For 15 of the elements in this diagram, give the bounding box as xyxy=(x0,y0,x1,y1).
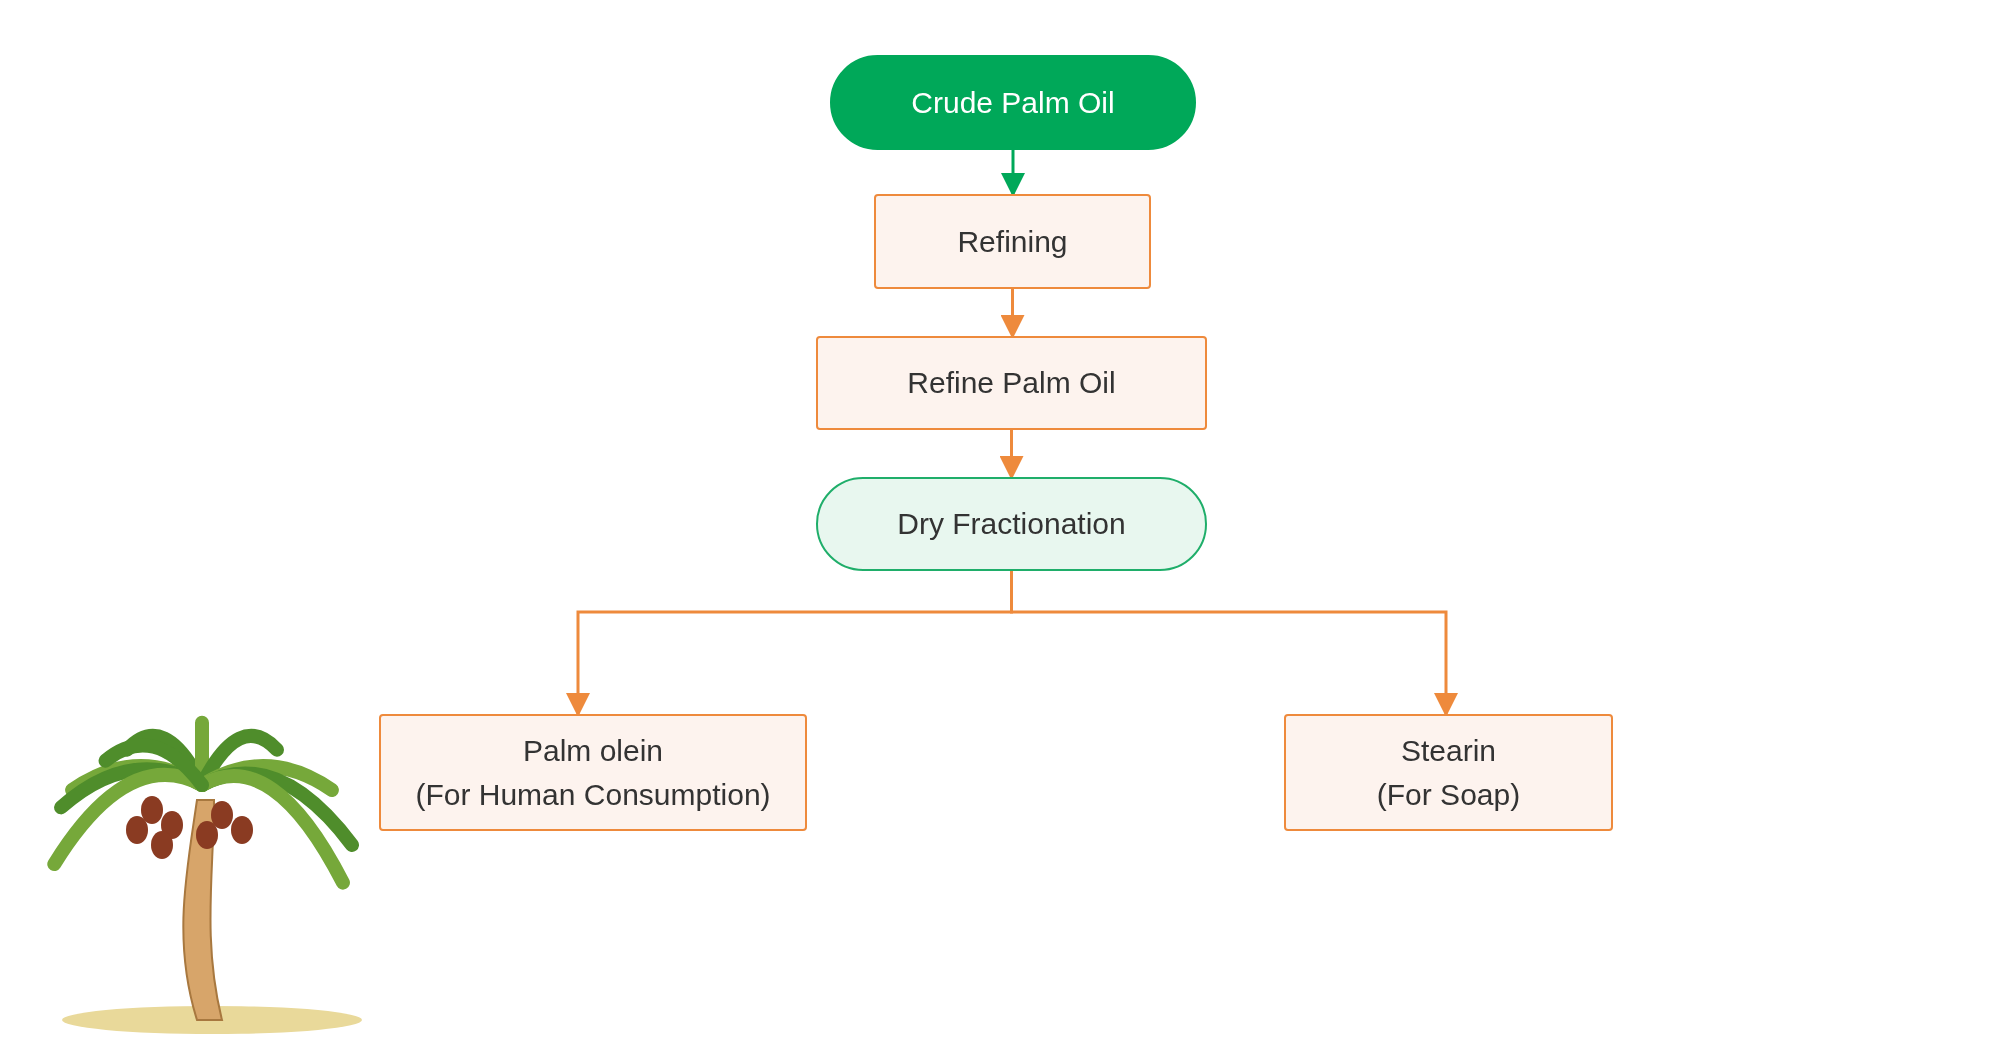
node-label: (For Soap) xyxy=(1376,776,1521,813)
node-label: (For Human Consumption) xyxy=(415,776,771,813)
node-label: Palm olein xyxy=(522,733,664,769)
node-label: Refine Palm Oil xyxy=(907,365,1116,402)
node-label: Crude Palm Oil xyxy=(911,84,1115,121)
arrow xyxy=(1000,289,1025,339)
process-box xyxy=(816,336,1207,430)
process-box xyxy=(874,194,1151,289)
arrow xyxy=(1001,150,1025,197)
node-label: Dry Fractionation xyxy=(897,506,1126,543)
node-label: Stearin xyxy=(1400,733,1497,769)
process-box xyxy=(1284,714,1613,831)
process-box xyxy=(379,714,807,831)
arrow xyxy=(999,430,1024,480)
node-label: Refining xyxy=(957,223,1068,260)
